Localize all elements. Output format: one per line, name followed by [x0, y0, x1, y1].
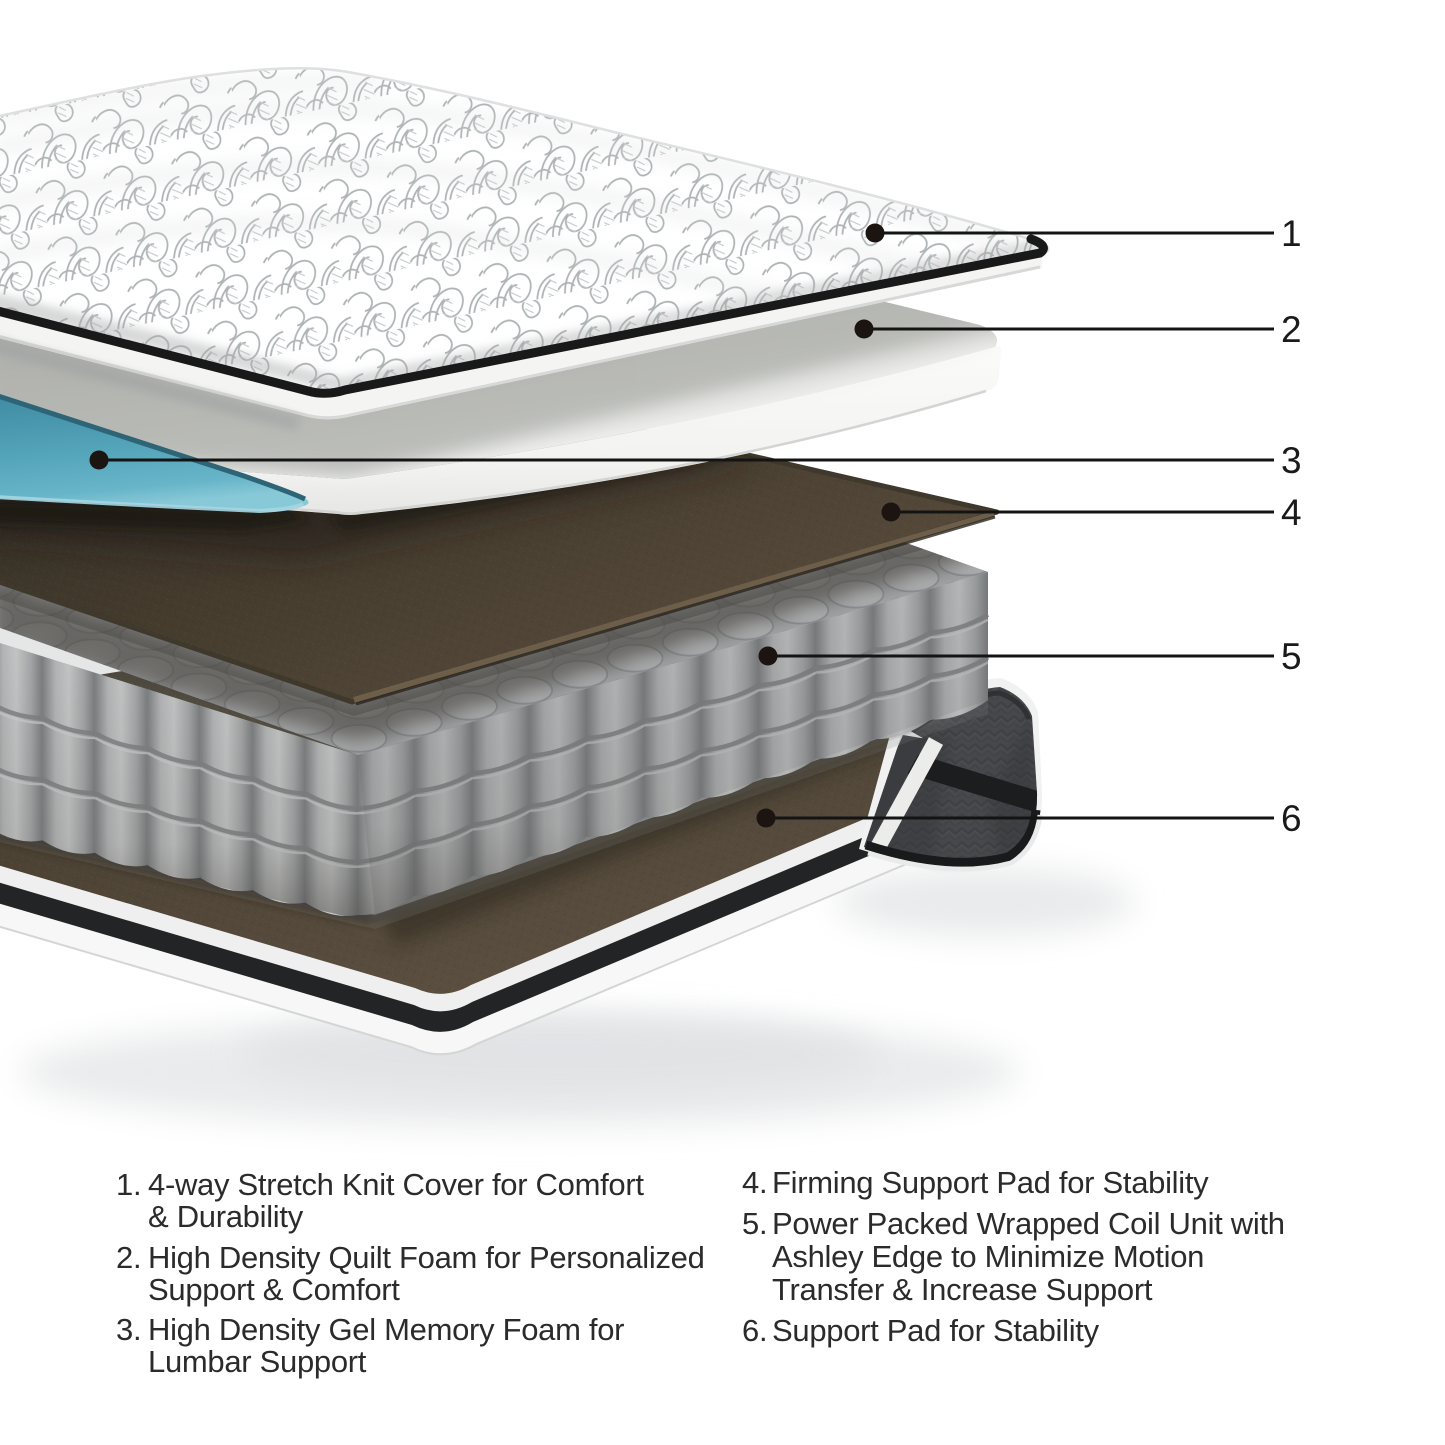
svg-text:4.: 4. [742, 1165, 767, 1200]
svg-text:5: 5 [1281, 636, 1302, 677]
svg-text:1.: 1. [116, 1167, 141, 1202]
svg-text:4-way Stretch Knit Cover for C: 4-way Stretch Knit Cover for Comfort [148, 1167, 644, 1202]
svg-text:Lumbar Support: Lumbar Support [148, 1344, 367, 1379]
svg-text:6: 6 [1281, 798, 1302, 839]
svg-text:3: 3 [1281, 440, 1302, 481]
svg-text:1: 1 [1281, 213, 1302, 254]
svg-text:3.: 3. [116, 1312, 141, 1347]
svg-text:6.: 6. [742, 1313, 767, 1348]
svg-text:Support & Comfort: Support & Comfort [148, 1272, 400, 1307]
svg-text:Power Packed Wrapped Coil Unit: Power Packed Wrapped Coil Unit with [772, 1206, 1285, 1241]
svg-text:High Density Gel Memory Foam f: High Density Gel Memory Foam for [148, 1312, 624, 1347]
svg-text:5.: 5. [742, 1206, 767, 1241]
svg-text:2: 2 [1281, 309, 1302, 350]
svg-text:Support Pad for Stability: Support Pad for Stability [772, 1313, 1100, 1348]
svg-text:& Durability: & Durability [148, 1199, 304, 1234]
svg-text:Ashley Edge to Minimize Motion: Ashley Edge to Minimize Motion [772, 1239, 1204, 1274]
svg-text:Transfer & Increase Support: Transfer & Increase Support [772, 1272, 1153, 1307]
svg-text:High Density Quilt Foam for Pe: High Density Quilt Foam for Personalized [148, 1240, 705, 1275]
svg-text:Firming Support Pad for Stabil: Firming Support Pad for Stability [772, 1165, 1209, 1200]
svg-text:4: 4 [1281, 492, 1302, 533]
svg-text:2.: 2. [116, 1240, 141, 1275]
